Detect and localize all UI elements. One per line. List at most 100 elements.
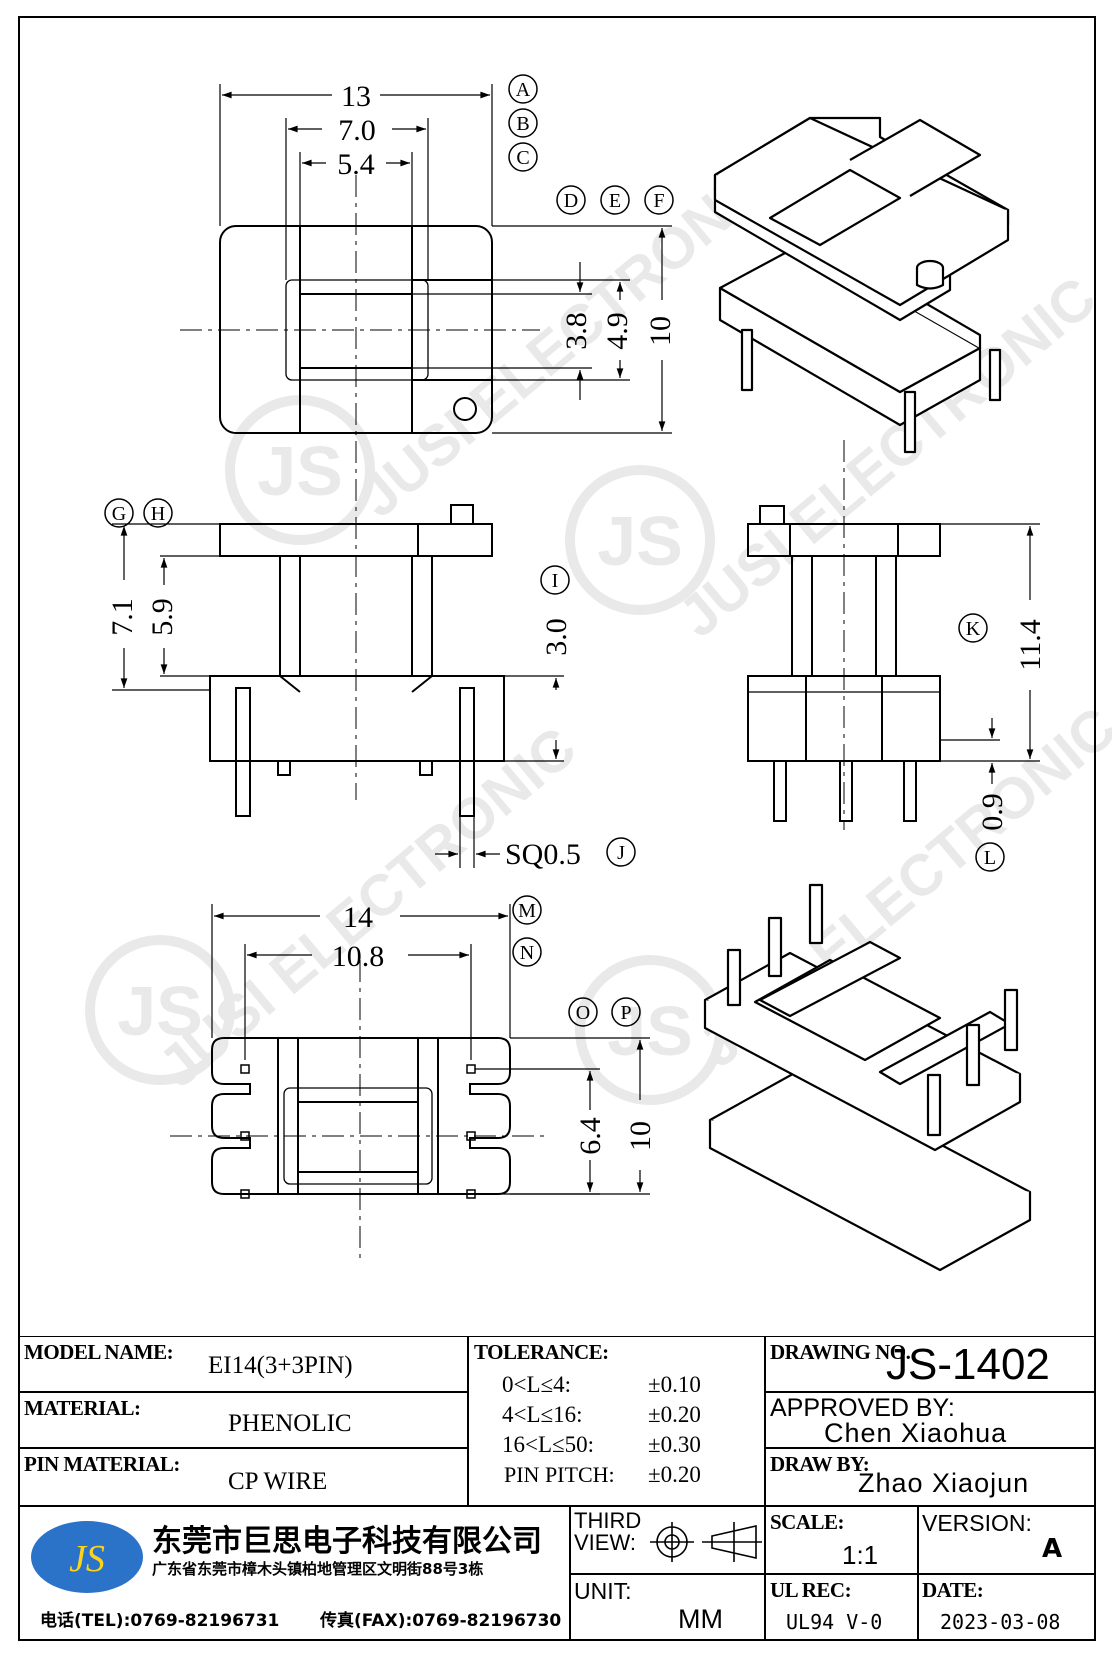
tolerance-value-2: ±0.20 (648, 1402, 701, 1427)
top-view (180, 84, 672, 800)
third-angle-projection-icon (650, 1522, 762, 1562)
isometric-bottom-view (703, 883, 1032, 1272)
callout-e: E (600, 185, 630, 215)
svg-text:G: G (112, 503, 126, 525)
callout-h: H (143, 498, 173, 528)
callout-m: M (512, 895, 542, 925)
svg-text:E: E (609, 190, 621, 212)
svg-text:B: B (516, 113, 529, 135)
callout-n: N (512, 937, 542, 967)
svg-text:A: A (516, 79, 531, 101)
scale-label: SCALE: (770, 1510, 845, 1534)
callout-p: P (611, 997, 641, 1027)
front-view (112, 504, 564, 868)
dim-14: 14 (343, 901, 373, 934)
title-block: MODEL NAME: EI14(3+3PIN) MATERIAL: PHENO… (18, 1336, 1096, 1641)
model-name-label: MODEL NAME: (24, 1340, 174, 1364)
svg-text:J: J (617, 842, 625, 864)
tolerance-range-1: 0<L≤4: (502, 1372, 572, 1397)
watermark: JS JUSI ELECTRONIC JS JUSI ELECTRONIC JS… (85, 145, 1112, 1105)
dim-13: 13 (341, 80, 371, 113)
draw-by-value: Zhao Xiaojun (858, 1468, 1030, 1498)
front-view-labels: 7.1 5.9 3.0 SQ0.5 (106, 598, 581, 871)
dim-sq0-5: SQ0.5 (505, 838, 581, 871)
svg-text:M: M (518, 900, 536, 922)
callout-a: A (508, 74, 538, 104)
svg-text:N: N (520, 942, 534, 964)
company-logo-icon: JS (31, 1521, 143, 1593)
bottom-view (170, 904, 650, 1258)
date-value: 2023-03-08 (940, 1610, 1061, 1634)
tolerance-range-2: 4<L≤16: (502, 1402, 583, 1427)
dim-11-4: 11.4 (1014, 619, 1047, 670)
approved-by-label: APPROVED BY: (770, 1394, 955, 1422)
model-name-value: EI14(3+3PIN) (208, 1352, 353, 1379)
company-fax: 传真(FAX):0769-82196730 (320, 1611, 562, 1631)
dim-6-4: 6.4 (574, 1117, 607, 1155)
dim-7-0: 7.0 (338, 114, 376, 147)
callout-o: O (568, 997, 598, 1027)
dim-10-bottom: 10 (624, 1121, 657, 1151)
svg-text:JS: JS (69, 1538, 105, 1580)
svg-text:O: O (576, 1002, 590, 1024)
drawing-no-value: JS-1402 (886, 1340, 1050, 1389)
callout-b: B (508, 108, 538, 138)
callout-d: D (556, 185, 586, 215)
svg-text:L: L (984, 847, 996, 869)
dim-0-9: 0.9 (976, 793, 1009, 831)
svg-text:C: C (516, 147, 529, 169)
watermark-logo: JS (257, 432, 343, 510)
title-block-grid (18, 1336, 1096, 1641)
callout-l: L (975, 842, 1005, 872)
watermark-logo-3: JS (117, 972, 203, 1050)
dim-4-9: 4.9 (601, 312, 634, 350)
side-view-labels: 11.4 0.9 (976, 619, 1047, 830)
approved-by-value: Chen Xiaohua (824, 1418, 1008, 1448)
callout-j: J (606, 837, 636, 867)
watermark-logo-2: JS (597, 502, 683, 580)
draw-by-label: DRAW BY: (770, 1452, 870, 1476)
top-view-labels: 13 7.0 5.4 3.8 4.9 10 (337, 80, 677, 350)
svg-text:K: K (966, 618, 981, 640)
callout-i: I (540, 565, 570, 595)
pin-material-label: PIN MATERIAL: (24, 1452, 180, 1476)
dim-10-8: 10.8 (332, 940, 385, 973)
callout-f: F (644, 185, 674, 215)
date-label: DATE: (922, 1578, 984, 1602)
svg-text:I: I (552, 570, 559, 592)
callout-k: K (958, 613, 988, 643)
callout-g: G (104, 498, 134, 528)
dim-3-0: 3.0 (540, 618, 573, 656)
svg-text:P: P (620, 1002, 631, 1024)
tolerance-label: TOLERANCE: (474, 1340, 609, 1364)
unit-label: UNIT: (574, 1578, 632, 1604)
ul-rec-label: UL REC: (770, 1578, 852, 1602)
isometric-top-view (713, 116, 1010, 454)
material-label: MATERIAL: (24, 1396, 141, 1420)
company-address: 广东省东莞市樟木头镇柏地管理区文明街88号3栋 (152, 1560, 484, 1578)
pin-material-value: CP WIRE (228, 1468, 328, 1495)
version-label: VERSION: (922, 1510, 1032, 1536)
drawing-no-label: DRAWING NO. (770, 1340, 911, 1364)
technical-drawing: JS JUSI ELECTRONIC JS JUSI ELECTRONIC JS… (85, 74, 1112, 1272)
ul-rec-value: UL94 V-0 (786, 1610, 883, 1634)
callout-c: C (508, 142, 538, 172)
tolerance-range-4: PIN PITCH: (504, 1462, 615, 1487)
side-view (747, 440, 1040, 830)
company-name: 东莞市巨思电子科技有限公司 (152, 1524, 542, 1559)
dim-10-top: 10 (644, 316, 677, 346)
dim-5-4: 5.4 (337, 148, 375, 181)
bottom-view-labels: 14 10.8 6.4 10 (332, 901, 657, 1155)
third-view-label: THIRD VIEW: (574, 1508, 642, 1555)
tolerance-range-3: 16<L≤50: (502, 1432, 595, 1457)
unit-value: MM (678, 1604, 723, 1634)
watermark-logo-4: JS (607, 992, 693, 1070)
material-value: PHENOLIC (228, 1410, 352, 1437)
tolerance-value-1: ±0.10 (648, 1372, 701, 1397)
company-tel: 电话(TEL):0769-82196731 (40, 1611, 280, 1631)
scale-value: 1:1 (842, 1540, 879, 1570)
callouts: A B C D E F G H I J K L M N O P (104, 74, 1005, 1027)
svg-text:D: D (564, 190, 578, 212)
dim-3-8: 3.8 (560, 312, 593, 350)
dim-5-9: 5.9 (146, 598, 179, 636)
